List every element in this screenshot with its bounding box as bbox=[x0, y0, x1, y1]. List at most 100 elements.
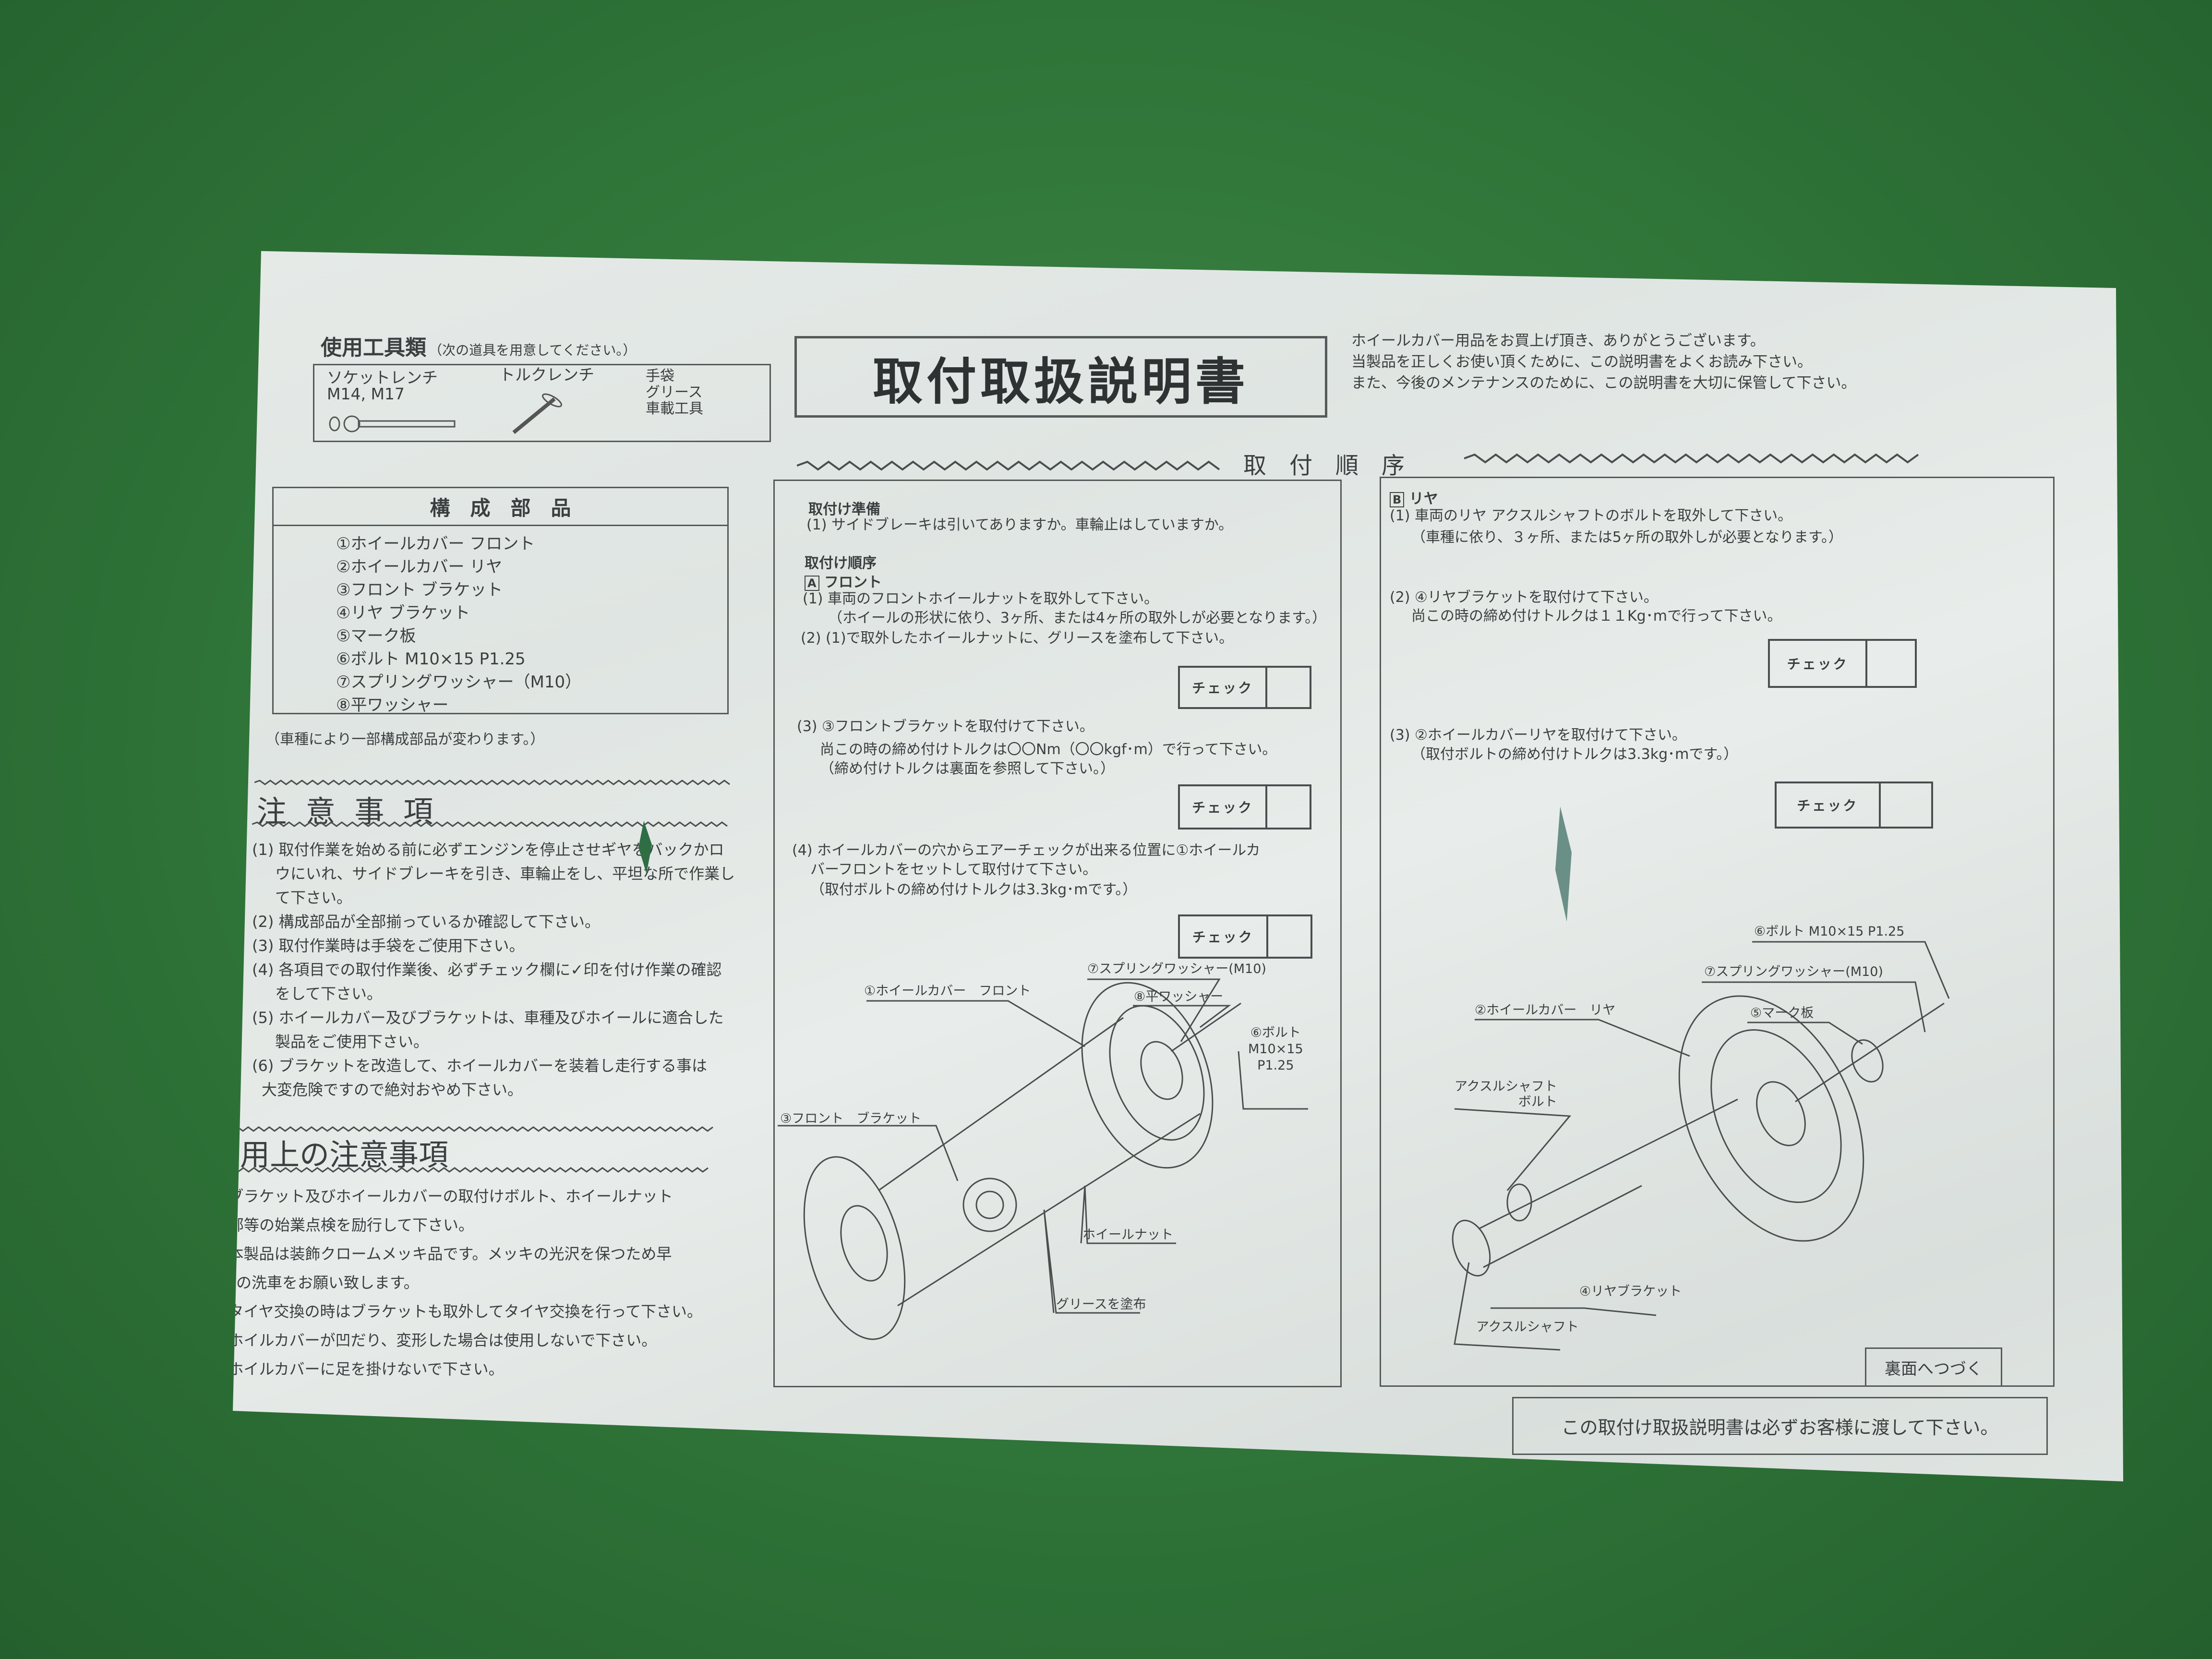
socket-wrench-label: ソケットレンチ bbox=[327, 368, 438, 387]
wave-line bbox=[252, 821, 728, 827]
front-step: (4) ホイールカバーの穴からエアーチェックが出来る位置に①ホイールカ bbox=[792, 842, 1261, 859]
caution-item: (4) 各項目での取付作業後、必ずチェック欄に✓印を付け作業の確認をして下さい。 bbox=[252, 961, 722, 1003]
label-front-cover: ①ホイールカバー フロント bbox=[864, 984, 1031, 998]
label-axle-shaft: アクスルシャフト bbox=[1476, 1320, 1579, 1334]
check-box[interactable]: チェック bbox=[1178, 666, 1311, 709]
usage-cautions-list: (1) ブラケット及びホイールカバーの取付けボルト、ホイールナット部等の始業点検… bbox=[202, 1182, 703, 1383]
prep-title: 取付け準備 bbox=[808, 501, 880, 518]
usage-caution-item: (3) タイヤ交換の時はブラケットも取外してタイヤ交換を行って下さい。 bbox=[202, 1302, 703, 1321]
intro-text: ホイールカバー用品をお買上げ頂き、ありがとうございます。 当製品を正しくお使い頂… bbox=[1351, 330, 1856, 394]
rear-wheel-cover-shape bbox=[1678, 995, 1864, 1242]
parts-note: （車種により一部構成部品が変わります。） bbox=[265, 731, 545, 748]
rear-step: (2) ④リヤブラケットを取付けて下さい。 bbox=[1390, 589, 1658, 606]
torque-wrench-icon bbox=[512, 393, 562, 434]
wavy-divider bbox=[233, 1167, 709, 1173]
intro-line: 当製品を正しくお使い頂くために、この説明書をよくお読み下さい。 bbox=[1351, 353, 1813, 371]
parts-box: 構 成 部 品 ①ホイールカバー フロント ②ホイールカバー リヤ ③フロント … bbox=[272, 487, 729, 715]
socket-wrench-spec: M14, M17 bbox=[327, 385, 405, 403]
intro-line: また、今後のメンテナンスのために、この説明書を大切に保管して下さい。 bbox=[1351, 374, 1856, 392]
section-letter-a: A bbox=[805, 576, 819, 591]
label-wheel-nut: ホイールナット bbox=[1082, 1227, 1173, 1242]
usage-caution-item: (4) ホイルカバーが凹だり、変形した場合は使用しないで下さい。 bbox=[202, 1331, 657, 1349]
rear-diagram bbox=[1452, 941, 1950, 1351]
front-step: （取付ボルトの締め付けトルクは3.3kg･mです。） bbox=[810, 881, 1137, 898]
rear-step: 尚この時の締め付けトルクは１１Kg･mで行って下さい。 bbox=[1411, 608, 1782, 625]
rear-step: （取付ボルトの締め付けトルクは3.3kg･mです。） bbox=[1411, 746, 1738, 763]
usage-cautions-heading: 使用上の注意事項 bbox=[210, 1137, 449, 1172]
check-box[interactable]: チェック bbox=[1178, 784, 1311, 830]
caution-item: (2) 構成部品が全部揃っているか確認して下さい。 bbox=[252, 913, 600, 931]
wavy-divider bbox=[254, 780, 730, 785]
tools-heading: 使用工具類 （次の道具を用意してください。） bbox=[321, 330, 636, 361]
cautions-list: (1) 取付作業を始める前に必ずエンジンを停止させギヤをバックかロウにいれ、サイ… bbox=[252, 838, 735, 1102]
usage-caution-item: (1) ブラケット及びホイールカバーの取付けボルト、ホイールナット部等の始業点検… bbox=[202, 1187, 673, 1234]
front-title: フロント bbox=[824, 574, 882, 591]
label-rear-spring-washer: ⑦スプリングワッシャー(M10) bbox=[1704, 964, 1883, 979]
check-box[interactable]: チェック bbox=[1178, 914, 1312, 959]
other-tools: 手袋 グリース 車載工具 bbox=[646, 368, 703, 417]
socket-wrench-icon bbox=[329, 415, 456, 433]
prep-item: (1) サイドブレーキは引いてありますか。車輪止はしていますか。 bbox=[806, 517, 1233, 533]
wavy-divider bbox=[1464, 453, 1919, 464]
section-letter-b: B bbox=[1390, 492, 1405, 507]
wave-line bbox=[254, 780, 730, 785]
front-step: 尚この時の締め付けトルクは〇〇Nm（〇〇kgf･m）で行って下さい。 bbox=[820, 741, 1277, 758]
label-grease: グリースを塗布 bbox=[1056, 1297, 1146, 1312]
rear-step: (1) 車両のリヤ アクスルシャフトのボルトを取外して下さい。 bbox=[1390, 507, 1792, 524]
mark-plate-shape bbox=[1851, 1039, 1884, 1083]
usage-caution-item: (5) ホイルカバーに足を掛けないで下さい。 bbox=[202, 1360, 504, 1378]
parts-item: ⑧平ワッシャー bbox=[336, 696, 449, 715]
label-axle-bolt: アクスルシャフトボルト bbox=[1455, 1079, 1557, 1109]
tools-title: 使用工具類 bbox=[321, 336, 426, 360]
label-mark-plate: ⑤マーク板 bbox=[1750, 1006, 1814, 1021]
wave-line bbox=[233, 1126, 713, 1132]
procedure-heading: 取 付 順 序 bbox=[1243, 452, 1405, 479]
wavy-divider bbox=[797, 460, 1220, 471]
parts-item: ⑦スプリングワッシャー（M10） bbox=[336, 673, 582, 692]
parts-item: ④リヤ ブラケット bbox=[336, 603, 470, 623]
caution-item: (3) 取付作業時は手袋をご使用下さい。 bbox=[252, 937, 525, 955]
parts-item: ②ホイールカバー リヤ bbox=[336, 557, 503, 577]
parts-item: ①ホイールカバー フロント bbox=[336, 534, 535, 553]
wave-line bbox=[1464, 453, 1919, 464]
tool-vehicle-tools: 車載工具 bbox=[646, 400, 703, 417]
front-procedure-box bbox=[773, 480, 1342, 1387]
label-rear-bracket: ④リヤブラケット bbox=[1579, 1284, 1682, 1299]
parts-item: ⑥ボルト M10×15 P1.25 bbox=[336, 649, 526, 669]
front-step: バーフロントをセットして取付けて下さい。 bbox=[810, 861, 1097, 878]
check-cell[interactable] bbox=[1881, 783, 1931, 827]
check-cell[interactable] bbox=[1867, 641, 1915, 686]
caution-item: (6) ブラケットを改造して、ホイールカバーを装着し走行する事は大変危険ですので… bbox=[252, 1057, 707, 1099]
label-rear-cover: ②ホイールカバー リヤ bbox=[1475, 1003, 1616, 1018]
continue-note: 裏面へつづく bbox=[1865, 1347, 2002, 1387]
front-section-title: A フロント bbox=[805, 570, 882, 591]
wavy-divider bbox=[252, 821, 728, 827]
front-step: (1) 車両のフロントホイールナットを取外して下さい。 bbox=[803, 590, 1159, 607]
front-step: （ホイールの形状に依り、3ヶ所、または4ヶ所の取外しが必要となります。） bbox=[828, 610, 1327, 626]
front-wheel-hub-shape bbox=[803, 1156, 906, 1340]
parts-heading: 構 成 部 品 bbox=[274, 488, 727, 526]
tool-gloves: 手袋 bbox=[646, 368, 674, 385]
label-flat-washer: ⑧平ワッシャー bbox=[1134, 989, 1224, 1004]
rear-step: （車種に依り、３ヶ所、または5ヶ所の取外しが必要となります。） bbox=[1411, 529, 1843, 546]
usage-caution-item: (2) 本製品は装飾クロームメッキ品です。メッキの光沢を保つため早めの洗車をお願… bbox=[202, 1245, 672, 1292]
footer-note: この取付け取扱説明書は必ずお客様に渡して下さい。 bbox=[1512, 1397, 2048, 1455]
check-box[interactable]: チェック bbox=[1768, 639, 1917, 688]
rear-step: (3) ②ホイールカバーリヤを取付けて下さい。 bbox=[1390, 727, 1687, 744]
front-step: （締め付けトルクは裏面を参照して下さい。） bbox=[820, 760, 1115, 777]
front-bracket-shape bbox=[962, 1178, 1017, 1232]
wave-line bbox=[233, 1167, 709, 1173]
front-step: (2) (1)で取外したホイールナットに、グリースを塗布して下さい。 bbox=[801, 630, 1234, 647]
intro-line: ホイールカバー用品をお買上げ頂き、ありがとうございます。 bbox=[1351, 332, 1765, 349]
tool-grease: グリース bbox=[646, 384, 703, 401]
tools-box: ソケットレンチ M14, M17 トルクレンチ 手袋 グリース 車載工具 bbox=[313, 364, 771, 442]
check-box[interactable]: チェック bbox=[1775, 781, 1933, 829]
label-front-bracket: ③フロント ブラケット bbox=[780, 1111, 922, 1126]
wavy-divider bbox=[233, 1126, 713, 1132]
front-wheel-cover-shape bbox=[1081, 982, 1214, 1169]
front-diagram bbox=[778, 978, 1308, 1340]
label-rear-bolt: ⑥ボルト M10×15 P1.25 bbox=[1754, 924, 1905, 939]
